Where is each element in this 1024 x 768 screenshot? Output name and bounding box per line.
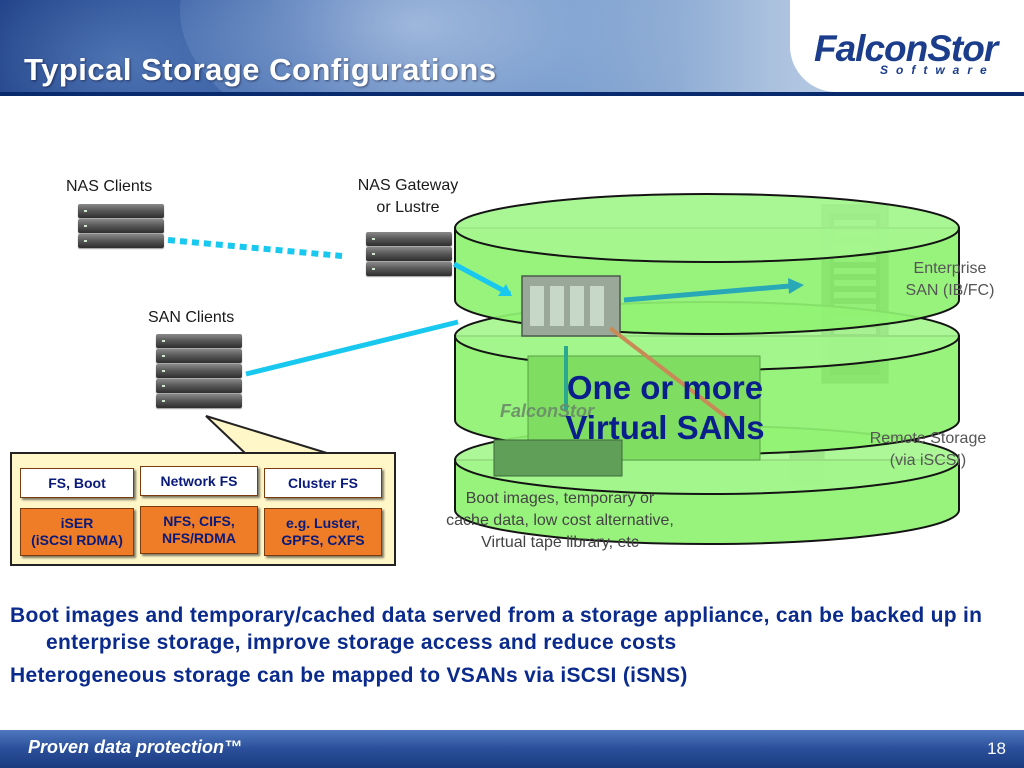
company-logo: FalconStor	[814, 28, 998, 69]
nas-gateway-server	[366, 232, 452, 277]
title-underline	[0, 92, 1024, 96]
fs-boot-header: FS, Boot	[20, 468, 134, 498]
enterprise-san-label: Enterprise SAN (IB/FC)	[905, 260, 995, 299]
appliance-to-enterprise-link	[623, 283, 791, 303]
network-fs-header: Network FS	[140, 466, 258, 496]
cluster-fs-cell: e.g. Luster,GPFS, CXFS	[264, 508, 382, 556]
nas-link	[167, 237, 343, 259]
bullet-list: Boot images and temporary/cached data se…	[10, 602, 1000, 695]
san-clients-server	[156, 334, 242, 409]
bullet-item: Heterogeneous storage can be mapped to V…	[10, 664, 688, 687]
company-logo-subtitle: Software	[880, 63, 995, 77]
cluster-fs-header: Cluster FS	[264, 468, 382, 498]
page-title: Typical Storage Configurations	[24, 52, 497, 87]
logo-panel	[790, 0, 1024, 92]
appliance-logo: FalconStor	[500, 401, 595, 421]
san-clients-label: SAN Clients	[148, 309, 235, 326]
nfs-cifs-cell: NFS, CIFS,NFS/RDMA	[140, 506, 258, 554]
footer-tagline: Proven data protection™	[28, 737, 243, 757]
bullet-item: Boot images and temporary/cached data se…	[10, 604, 983, 654]
virtual-sans-label: One or more Virtual SANs	[565, 369, 765, 446]
boot-images-label: Boot images, temporary or cache data, lo…	[446, 490, 674, 551]
nas-clients-label: NAS Clients	[66, 178, 153, 195]
nas-gateway-label: NAS Gateway or Lustre	[357, 177, 459, 216]
diagram-graphics	[167, 193, 960, 545]
fs-table: FS, Boot Network FS Cluster FS iSER(iSCS…	[10, 452, 396, 566]
footer-bar: Proven data protection™ 18	[0, 730, 1024, 768]
header-globe	[180, 0, 700, 96]
remote-storage-label: Remote Storage (via iSCSI)	[869, 430, 987, 469]
page-number: 18	[987, 739, 1006, 758]
iser-cell: iSER(iSCSI RDMA)	[20, 508, 134, 556]
appliance-to-remote-link	[608, 326, 732, 422]
gateway-to-appliance-link	[452, 261, 512, 297]
san-link	[245, 319, 459, 377]
nas-clients-server	[78, 204, 164, 249]
